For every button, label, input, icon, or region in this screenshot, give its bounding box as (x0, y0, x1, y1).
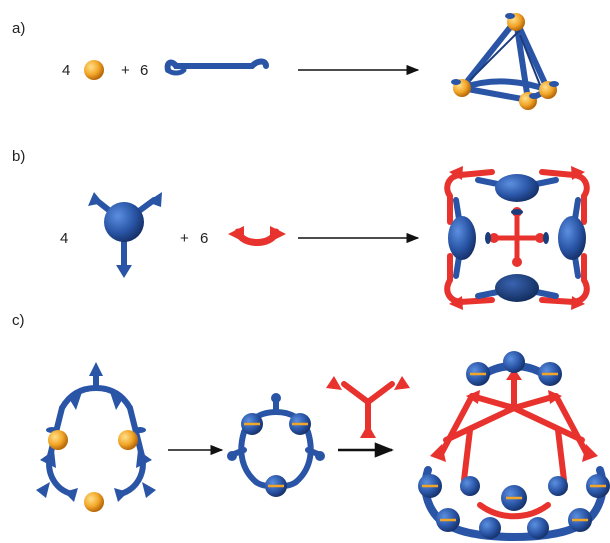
bis-chelating-ligand-icon (164, 58, 269, 76)
panel-label-a: a) (12, 20, 26, 37)
count-metal-a: 4 (62, 62, 71, 79)
tripodal-linker-icon (326, 376, 410, 438)
count-metal-b: 4 (60, 230, 69, 247)
panel-label-b: b) (12, 148, 26, 165)
u-shaped-linker-icon (228, 226, 286, 246)
helicate-cage-icon (418, 351, 610, 541)
plus-a: + (121, 62, 130, 79)
count-ligand-a: 6 (140, 62, 149, 79)
panel-label-c: c) (12, 312, 25, 329)
helicate-ring-icon (227, 393, 325, 497)
tritopic-ligand-icon (88, 192, 162, 278)
ring-ligand-with-ions-icon (36, 362, 156, 512)
cubic-cage-icon (444, 166, 590, 310)
count-ligand-b: 6 (200, 230, 209, 247)
metal-ion-sphere-icon (84, 60, 104, 80)
plus-b: + (180, 230, 189, 247)
tetrahedral-cage-icon (451, 13, 559, 110)
